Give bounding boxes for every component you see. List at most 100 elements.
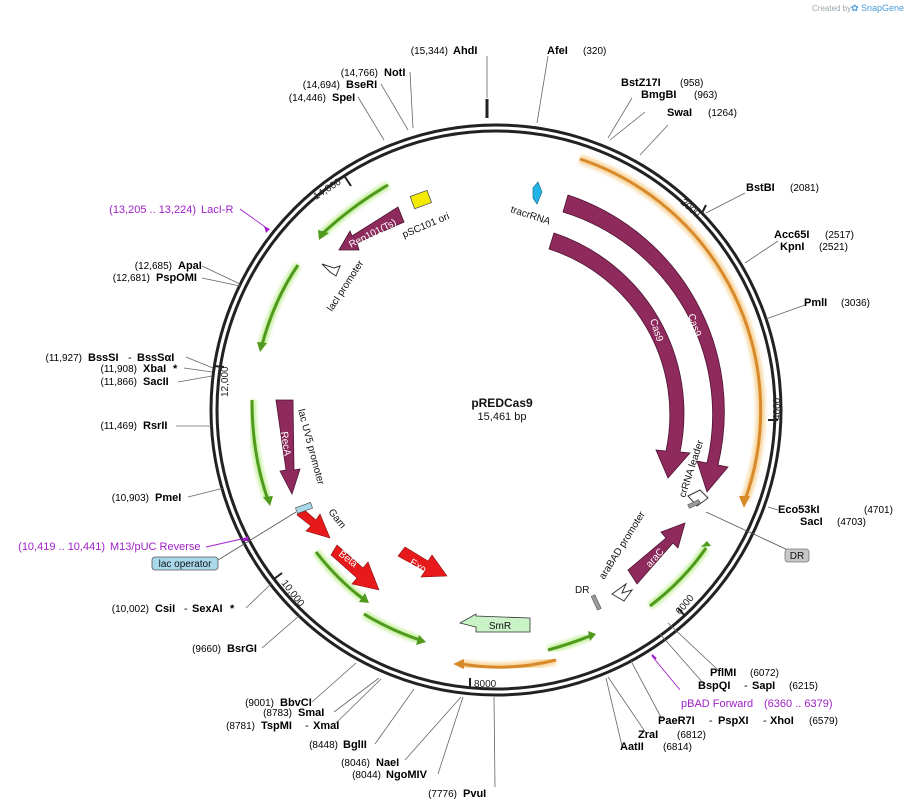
cas9-inner-feature[interactable]: Cas9 — [548, 232, 691, 479]
enzyme-kpni-name: KpnI — [780, 241, 804, 253]
enzyme-paer7i[interactable]: PaeR7I - PspXI - XhoI (6579) — [658, 715, 838, 727]
green-features[interactable] — [248, 181, 711, 654]
green-arc-left-upper[interactable] — [257, 262, 302, 352]
green-arc-top-left[interactable] — [318, 181, 391, 240]
enzyme-bseri[interactable]: (14,694) BseRI — [303, 79, 377, 91]
tick-marks — [213, 176, 778, 688]
enzyme-sexai-name: SexAI — [192, 603, 223, 615]
green-arc-left-lower[interactable] — [248, 399, 273, 506]
enzyme-pspomi[interactable]: (12,681) PspOMI — [113, 272, 197, 284]
enzyme-spei-name: SpeI — [332, 92, 355, 104]
green-arc-bottom-right[interactable] — [546, 631, 596, 654]
enzyme-swai[interactable]: SwaI (1264) — [667, 107, 737, 119]
enzyme-noti[interactable]: (14,766) NotI — [341, 67, 406, 79]
enzyme-bglii[interactable]: (8448) BglII — [309, 739, 367, 751]
enzyme-pmei[interactable]: (10,903) PmeI — [112, 492, 182, 504]
enzyme-pmei-pos: (10,903) — [112, 493, 149, 504]
beta-feature[interactable]: Beta — [330, 544, 380, 591]
enzyme-zrai[interactable]: ZraI (6812) — [638, 729, 706, 741]
enzyme-bmgbi[interactable]: BmgBI (963) — [641, 89, 717, 101]
enzyme-bsssi-pos: (11,927) — [45, 353, 82, 364]
enzyme-xbai[interactable]: (11,908) XbaI * — [100, 363, 178, 375]
reca-label: RecA — [278, 431, 292, 457]
enzyme-bmgbi-name: BmgBI — [641, 89, 676, 101]
enzyme-apai[interactable]: (12,685) ApaI — [135, 260, 202, 272]
exo-feature[interactable]: Exo — [397, 546, 448, 578]
dr-inner-feature[interactable]: DR — [575, 585, 602, 611]
enzyme-tspmi[interactable]: (8781) TspMI - XmaI — [226, 720, 339, 732]
enzyme-pflmi-name: PflMI — [710, 667, 736, 679]
enzyme-csii-pos: (10,002) — [112, 604, 149, 615]
psc101-ori-feature[interactable]: pSC101 ori — [401, 189, 451, 241]
enzyme-saci-name: SacI — [800, 516, 823, 528]
enzyme-bstbi[interactable]: BstBI (2081) — [746, 182, 819, 194]
smr-label: SmR — [489, 621, 511, 632]
enzyme-csii[interactable]: (10,002) CsiI - SexAI * — [112, 603, 235, 615]
enzyme-bsssi[interactable]: (11,927) BssSI - BssSαI — [45, 352, 174, 364]
enzyme-naei[interactable]: (8046) NaeI — [341, 757, 399, 769]
enzyme-bbvci[interactable]: (9001) BbvCI — [245, 697, 312, 709]
enzyme-eco53ki-pos: (4701) — [864, 505, 893, 516]
laci-promoter-label: lacI promoter — [325, 258, 366, 313]
enzyme-pmli[interactable]: PmlI (3036) — [804, 297, 870, 309]
enzyme-rsrii[interactable]: (11,469) RsrII — [100, 420, 167, 432]
enzyme-aatii[interactable]: AatII (6814) — [620, 741, 692, 753]
enzyme-spei[interactable]: (14,446) SpeI — [289, 92, 355, 104]
enzyme-saci[interactable]: SacI (4703) — [800, 516, 866, 528]
green-arc-right[interactable] — [647, 541, 711, 610]
reca-feature[interactable]: RecA — [275, 399, 301, 496]
primer-m13-puc-reverse[interactable]: (10,419 .. 10,441) M13/pUC Reverse — [18, 541, 200, 553]
dr-tag-label: DR — [790, 551, 804, 562]
enzyme-xbai-name: XbaI — [143, 363, 166, 375]
enzyme-kpni[interactable]: KpnI (2521) — [780, 241, 848, 253]
enzyme-afei[interactable]: AfeI (320) — [547, 45, 606, 57]
enzyme-acc65i[interactable]: Acc65I (2517) — [774, 229, 854, 241]
enzyme-sacii[interactable]: (11,866) SacII — [100, 376, 168, 388]
green-arc-bottom[interactable] — [361, 610, 426, 645]
enzyme-naei-name: NaeI — [376, 757, 399, 769]
enzyme-pspomi-pos: (12,681) — [113, 273, 150, 284]
lac-operator-feature[interactable] — [295, 502, 313, 514]
enzyme-saci-pos: (4703) — [837, 517, 866, 528]
enzyme-spei-pos: (14,446) — [289, 93, 326, 104]
enzyme-csii-sep: - — [184, 603, 188, 615]
enzyme-noti-name: NotI — [384, 67, 405, 79]
enzyme-naei-pos: (8046) — [341, 758, 370, 769]
enzyme-tspmi-sep: - — [305, 720, 309, 732]
enzyme-sacii-name: SacII — [143, 376, 169, 388]
enzyme-apai-pos: (12,685) — [135, 261, 172, 272]
enzyme-pflmi[interactable]: PflMI (6072) — [710, 667, 779, 679]
orange-feature-right[interactable] — [578, 154, 766, 508]
enzyme-leader-lines — [176, 55, 806, 788]
backbone-inner-ring — [215, 129, 777, 691]
enzyme-xbai-pos: (11,908) — [100, 364, 137, 375]
enzyme-eco53ki[interactable]: Eco53kI (4701) — [778, 504, 893, 516]
dr-tag[interactable]: DR — [784, 548, 810, 563]
enzyme-smai-name: SmaI — [298, 707, 324, 719]
smr-feature[interactable]: SmR — [458, 613, 531, 633]
enzyme-pvui[interactable]: (7776) PvuI — [428, 788, 486, 800]
gam-feature[interactable]: Gam — [296, 507, 348, 539]
enzyme-bspqi[interactable]: BspQI - SapI (6215) — [698, 680, 818, 692]
enzyme-bsssai-name: BssSαI — [137, 352, 174, 364]
enzyme-smai[interactable]: (8783) SmaI — [263, 707, 324, 719]
psc101-ori-label: pSC101 ori — [401, 211, 451, 241]
arabad-promoter-feature[interactable]: araBAD promoter — [597, 509, 648, 602]
enzyme-ahdi[interactable]: (15,344) AhdI — [411, 45, 478, 57]
enzyme-pspomi-name: PspOMI — [156, 272, 197, 284]
primer-laci-r[interactable]: (13,205 .. 13,224) LacI-R — [109, 204, 233, 216]
enzyme-bsrgi[interactable]: (9660) BsrGI — [192, 643, 257, 655]
green-arc-bottom-left[interactable] — [312, 549, 369, 603]
laci-promoter-feature[interactable]: lacI promoter — [321, 258, 367, 314]
lac-operator-tag[interactable]: lac operator — [151, 556, 219, 571]
tracrrna-feature[interactable]: tracrRNA — [509, 181, 552, 228]
enzyme-ngomiv-pos: (8044) — [352, 770, 381, 781]
primer-pbad-forward[interactable]: pBAD Forward (6360 .. 6379) — [681, 698, 833, 710]
pbad-primer-arrow-icon — [651, 654, 657, 660]
orange-feature-bottom[interactable] — [453, 655, 558, 672]
enzyme-ngomiv[interactable]: (8044) NgoMIV — [352, 769, 428, 781]
enzyme-aatii-name: AatII — [620, 741, 644, 753]
enzyme-bstz17i[interactable]: BstZ17I (958) — [621, 77, 703, 89]
enzyme-tspmi-name: TspMI — [261, 720, 292, 732]
plasmid-length: 15,461 bp — [478, 411, 527, 423]
